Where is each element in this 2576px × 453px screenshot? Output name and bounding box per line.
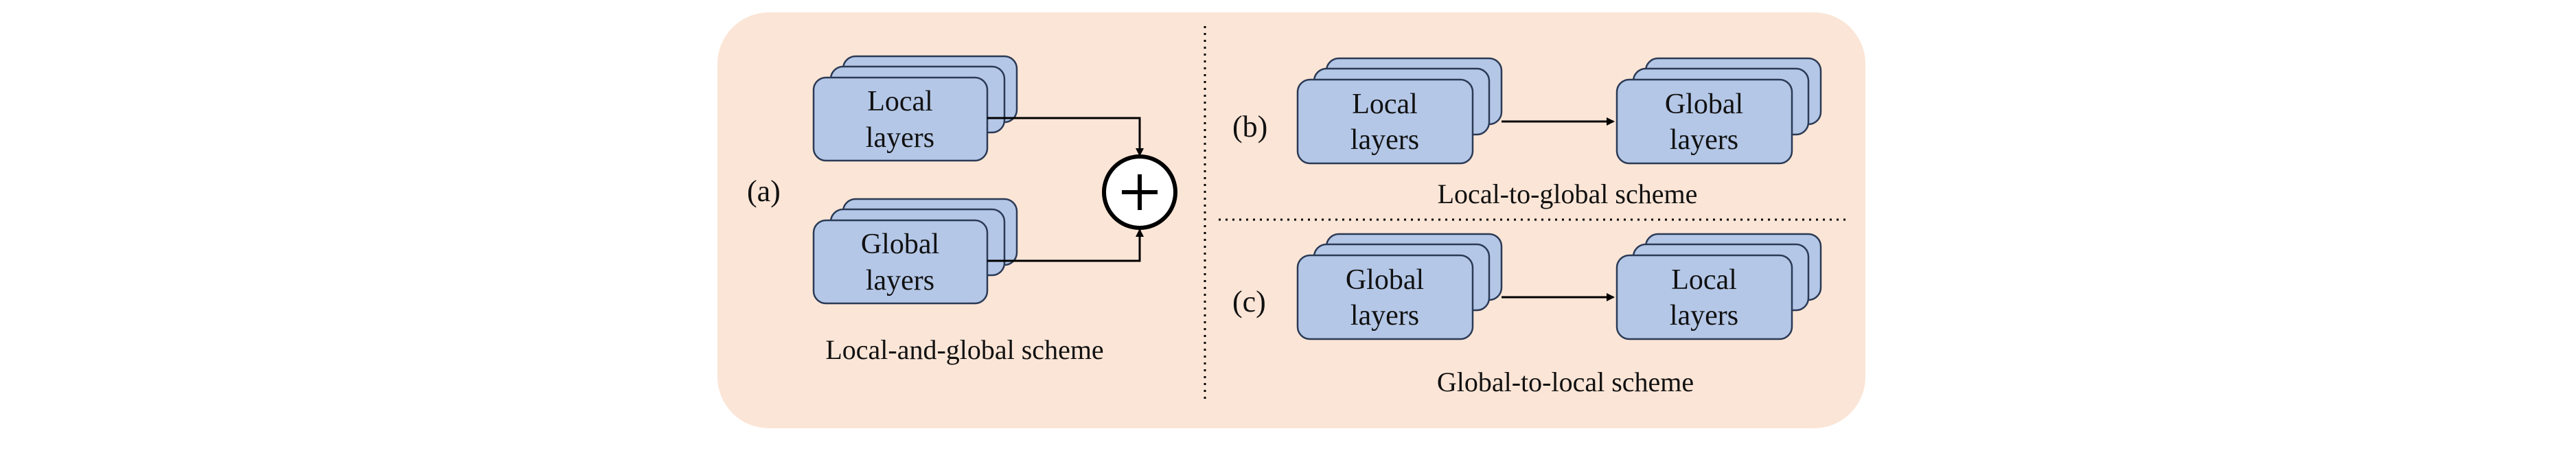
global-layers-label-line2: layers (1670, 124, 1738, 156)
panel-c: (c) Global layers Local layers Global-to… (1232, 233, 1822, 397)
local-layers-label-line2: layers (1350, 124, 1419, 156)
panel-a: (a) Local layers Global layers Local-and… (747, 55, 1177, 365)
global-to-sum-arrow (987, 229, 1144, 262)
panel-c-caption: Global-to-local scheme (1437, 367, 1694, 397)
plus-circle-icon (1102, 154, 1177, 230)
global-layers-label-line1: Global (1346, 264, 1424, 296)
local-to-sum-arrow (987, 117, 1144, 156)
local-layers-stack: Local layers (812, 55, 1018, 162)
local-layers-label-line1: Local (1671, 264, 1737, 296)
global-layers-stack: Global layers (1615, 57, 1822, 165)
local-layers-label-line2: layers (866, 122, 934, 154)
stack-layer-front (1296, 78, 1474, 165)
panel-b: (b) Local layers Global layers Local-to-… (1232, 57, 1822, 209)
local-layers-stack: Local layers (1615, 233, 1822, 340)
stack-layer-front (1615, 78, 1793, 165)
global-layers-label-line2: layers (866, 265, 934, 297)
panel-a-caption: Local-and-global scheme (825, 334, 1103, 365)
global-layers-label-line1: Global (861, 229, 939, 260)
global-layers-stack: Global layers (1296, 233, 1503, 340)
local-layers-stack: Local layers (1296, 57, 1503, 165)
global-layers-stack: Global layers (812, 198, 1018, 305)
panel-c-tag: (c) (1232, 285, 1266, 318)
panel-b-caption: Local-to-global scheme (1438, 178, 1698, 209)
local-layers-label-line1: Local (1352, 89, 1418, 120)
global-layers-label-line1: Global (1665, 89, 1743, 120)
stack-layer-front (1296, 254, 1474, 340)
panel-a-tag: (a) (747, 174, 781, 208)
stack-layer-front (1615, 254, 1793, 340)
global-layers-label-line2: layers (1350, 300, 1419, 332)
panel-b-tag: (b) (1232, 110, 1267, 143)
local-layers-label-line1: Local (867, 86, 933, 117)
local-layers-label-line2: layers (1670, 300, 1738, 332)
